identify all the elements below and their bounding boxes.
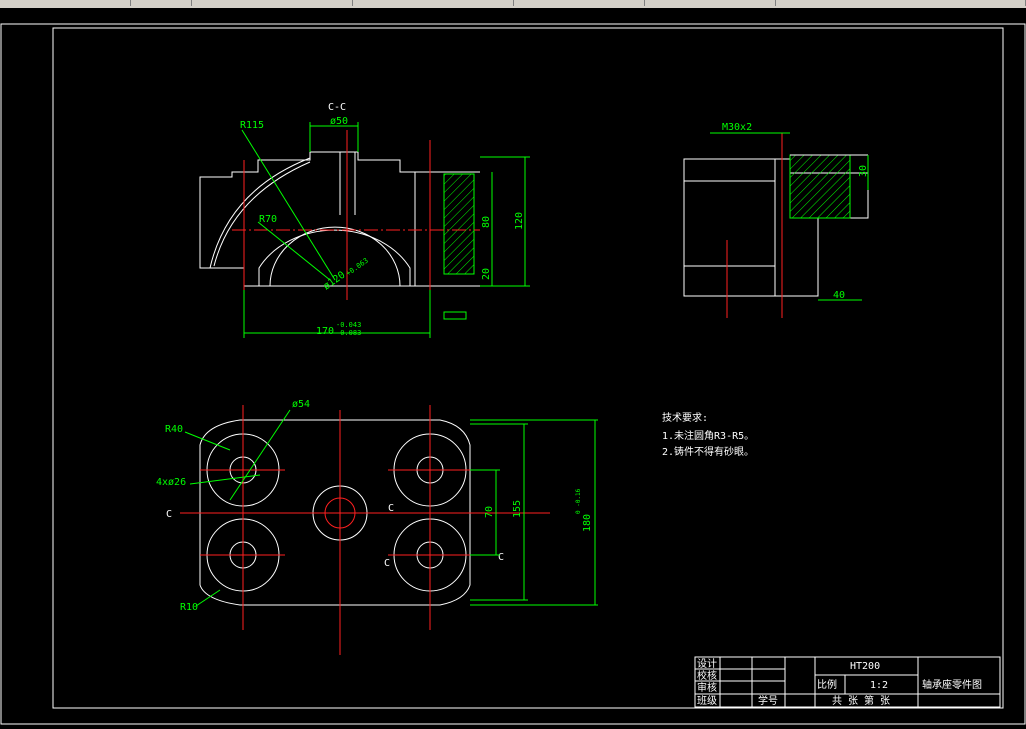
front-section-view: C-C ø50 R115 R70 ø120 +0.063	[199, 102, 530, 338]
dim-side-w40: 40	[833, 290, 845, 301]
toolbar-segment[interactable]	[514, 0, 645, 6]
dim-phi120-tol: +0.063	[345, 257, 370, 278]
cad-drawing-viewport[interactable]: C-C ø50 R115 R70 ø120 +0.063	[0, 8, 1026, 729]
dim-side-h30: 30	[858, 165, 869, 177]
title-review: 审核	[697, 681, 717, 694]
section-mark-c-lower: C	[384, 558, 390, 569]
title-material: HT200	[850, 661, 880, 672]
dim-180-tol: 0 -0.16	[575, 488, 582, 514]
title-student-no: 学号	[758, 694, 778, 707]
dim-70: 70	[484, 506, 495, 518]
drawing-canvas[interactable]: C-C ø50 R115 R70 ø120 +0.063	[0, 8, 1026, 729]
dim-r40: R40	[165, 424, 183, 435]
drawing-border	[52, 27, 1004, 709]
title-class: 班级	[697, 695, 717, 707]
section-mark-c-left: C	[166, 509, 172, 520]
title-sheets: 共 张 第 张	[832, 694, 890, 707]
dim-phi120: ø120	[321, 270, 347, 293]
dim-thread-m30: M30x2	[722, 122, 752, 133]
notes-title: 技术要求:	[662, 411, 708, 424]
dim-r115: R115	[240, 120, 264, 131]
toolbar-segment[interactable]	[0, 0, 131, 6]
dim-155: 155	[512, 500, 523, 518]
section-label: C-C	[328, 102, 346, 113]
dim-h80: 80	[481, 216, 492, 228]
title-scale-label: 比例	[817, 678, 837, 691]
technical-notes: 技术要求: 1.未注圆角R3-R5。 2.铸件不得有砂眼。	[662, 411, 754, 458]
dim-width-170: 170	[316, 326, 334, 337]
toolbar-segment[interactable]	[353, 0, 514, 6]
dim-h20: 20	[481, 268, 492, 280]
toolbar-segment[interactable]	[131, 0, 192, 6]
section-mark-c-upper: C	[388, 503, 394, 514]
dim-phi54: ø54	[292, 399, 310, 410]
outer-frame	[0, 23, 1026, 725]
toolbar-segment[interactable]	[645, 0, 776, 6]
dim-width-tol-lower: -0.083	[336, 329, 361, 337]
top-view: ø54 R40 4xø26 R10 C C C C 70 155 180 0 -…	[156, 399, 598, 655]
section-mark-c-right: C	[498, 552, 504, 563]
dim-r70: R70	[259, 214, 277, 225]
side-view: M30x2 30 40	[683, 122, 869, 318]
dim-180: 180	[582, 514, 593, 532]
title-part-name: 轴承座零件图	[922, 678, 982, 691]
toolbar-segment[interactable]	[192, 0, 353, 6]
title-block: 设计 校核 审核 班级 学号 HT200 比例 1:2 共 张 第 张 轴承座零…	[694, 656, 1001, 708]
title-design: 设计	[697, 657, 717, 670]
dim-phi50: ø50	[330, 116, 348, 127]
dim-holes: 4xø26	[156, 477, 186, 488]
dim-width-tol-upper: -0.043	[336, 321, 361, 329]
dim-r10: R10	[180, 602, 198, 613]
title-check: 校核	[697, 669, 717, 682]
title-scale-value: 1:2	[870, 680, 888, 691]
dim-h120: 120	[514, 212, 525, 230]
toolbar-segment[interactable]	[776, 0, 1026, 6]
note-2: 2.铸件不得有砂眼。	[662, 445, 754, 458]
note-1: 1.未注圆角R3-R5。	[662, 429, 754, 442]
